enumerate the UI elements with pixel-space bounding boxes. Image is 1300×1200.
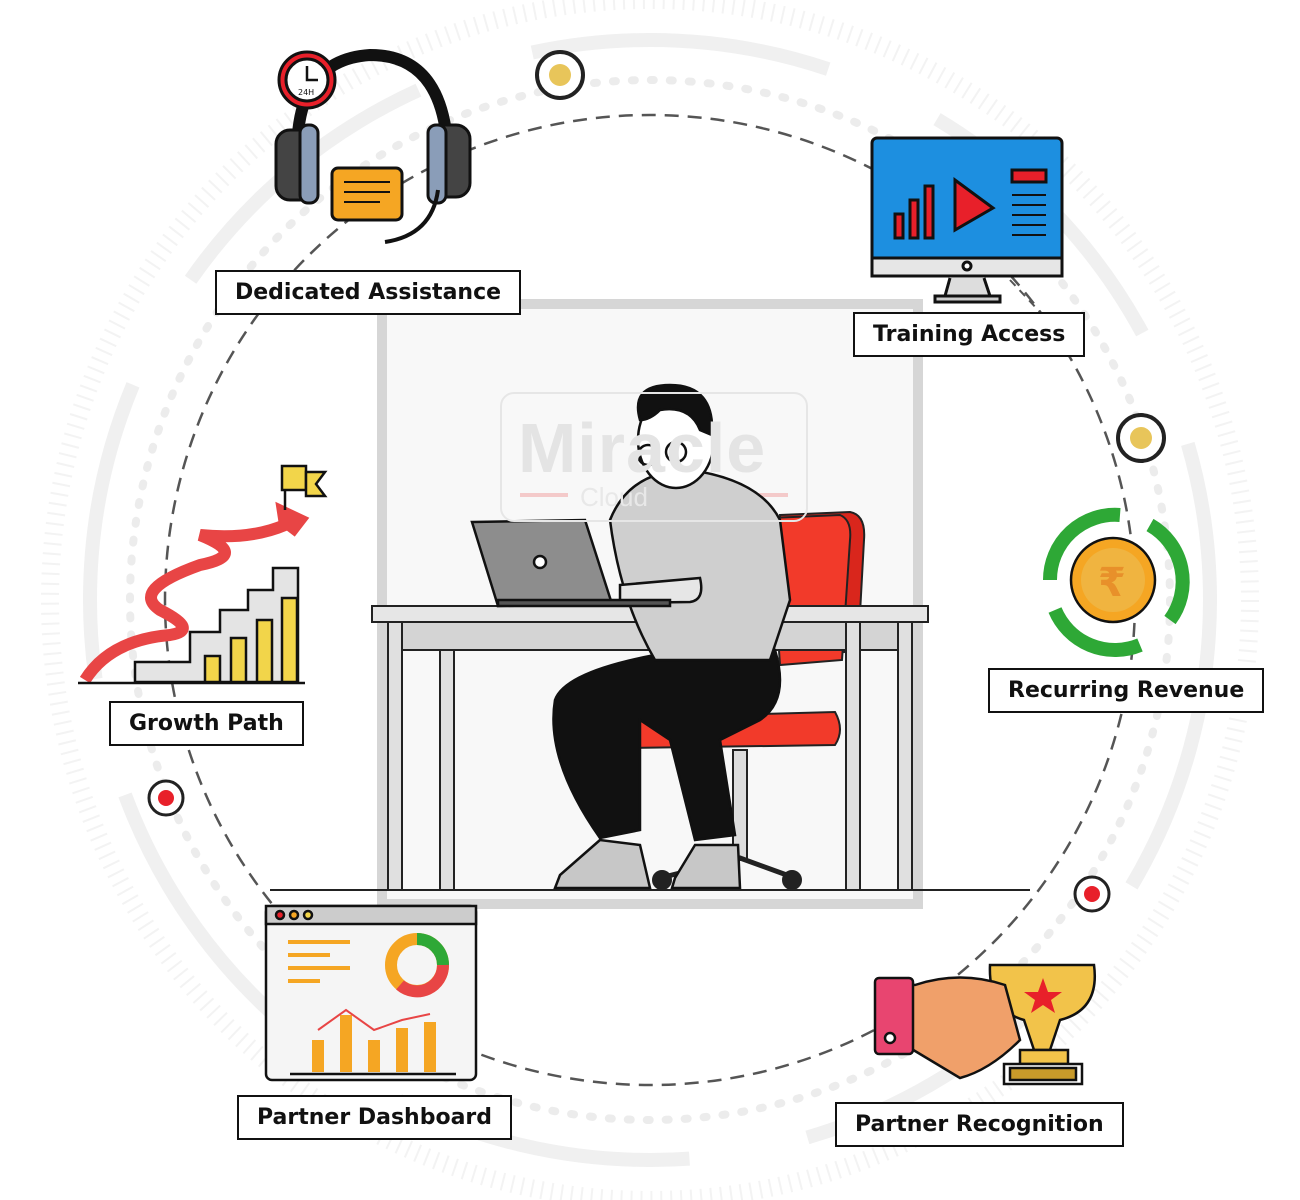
label-recurring-revenue: Recurring Revenue (988, 668, 1265, 713)
label-training-access: Training Access (853, 312, 1086, 357)
red-dot (147, 779, 185, 817)
dashboard-icon (264, 904, 478, 1082)
office-chair (618, 510, 866, 890)
label-partner-recognition: Partner Recognition (835, 1102, 1124, 1147)
orbit-dots (147, 50, 1166, 913)
label-dedicated-assistance: Dedicated Assistance (215, 270, 522, 315)
yellow-dot (1116, 413, 1166, 463)
desk (371, 605, 929, 891)
clock-24h-text: 24H (298, 88, 314, 97)
label-growth-path: Growth Path (109, 701, 304, 746)
red-dot (1073, 875, 1111, 913)
yellow-dot (535, 50, 585, 100)
person-at-laptop (470, 383, 792, 890)
monitor-video-icon (870, 136, 1064, 304)
label-partner-dashboard: Partner Dashboard (237, 1095, 513, 1140)
growth-staircase-icon (78, 464, 328, 685)
headset-icon: 24H (274, 48, 472, 244)
svg-text:₹: ₹ (1098, 560, 1126, 606)
rupee-coin-cycle-icon: ₹ (1042, 507, 1190, 657)
background-rings (41, 0, 1259, 1200)
handshake-trophy-icon (873, 963, 1097, 1086)
